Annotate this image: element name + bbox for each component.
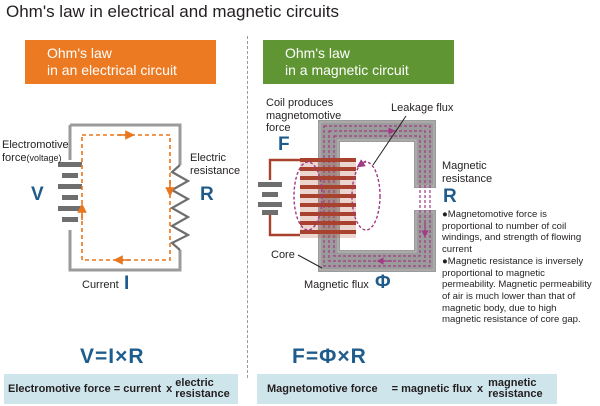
electrical-formula-part2: electric resistance [175, 378, 229, 400]
magnetic-battery-icon [258, 182, 282, 215]
electrical-battery-icon [58, 162, 82, 222]
symbol-i: I [124, 273, 130, 294]
magnetic-formula-times: x [477, 383, 484, 395]
electrical-header-line1: Ohm's law [47, 45, 112, 61]
electrical-wire [68, 123, 182, 272]
current-label: Current [82, 279, 119, 291]
electrical-header: Ohm's law in an electrical circuit [25, 40, 216, 84]
electrical-formula-part1: Electromotive force = current [8, 383, 162, 395]
electrical-header-line2: in an electrical circuit [47, 62, 177, 78]
symbol-v: V [31, 184, 44, 205]
magnetic-formula-words: Magnetomotive force = magnetic flux x ma… [267, 374, 543, 404]
electric-resistance-label: Electric resistance [190, 152, 240, 177]
magnetic-flux-label: Magnetic flux [304, 279, 369, 291]
magnetic-formula-bar [257, 374, 557, 404]
magnetic-formula-part1: Magnetomotive force [267, 383, 378, 395]
electrical-formula-part2-line1: electric [175, 377, 214, 389]
electrical-formula-bar [4, 374, 238, 404]
electrical-formula-words: Electromotive force = current x electric… [8, 374, 230, 404]
emf-label-small: (voltage) [26, 152, 62, 163]
section-divider [247, 36, 248, 378]
coil-label-line1: Coil produces [266, 97, 334, 109]
magnetic-notes: ●Magnetomotive force is proportional to … [442, 209, 598, 326]
magnetic-resistance-label: Magnetic resistance [442, 160, 492, 185]
electrical-formula-times: x [166, 383, 173, 395]
emf-label-line1: Electromotive [2, 139, 69, 151]
coil-label-line3: force [266, 122, 291, 134]
note-magnetomotive: ●Magnetomotive force is proportional to … [442, 209, 582, 256]
magnetic-formula-part3-line1: magnetic [488, 377, 537, 389]
symbol-f: F [278, 134, 290, 155]
coil-label-line2: magnetomotive [266, 109, 342, 122]
magnetic-resistance-label-line2: resistance [442, 172, 493, 185]
magnetic-formula-part3-line2: resistance [488, 388, 543, 400]
page-title: Ohm's law in electrical and magnetic cir… [6, 2, 339, 21]
coil-label: Coil produces magnetomotive force [266, 97, 341, 135]
magnetic-equation: F=Φ×R [292, 345, 367, 368]
symbol-r-magnetic: R [443, 186, 457, 207]
emf-label-line2: force(voltage) [2, 151, 62, 164]
symbol-r-electrical: R [200, 184, 214, 205]
magnetic-coil-wire [268, 158, 300, 237]
magnetic-core [318, 120, 436, 272]
symbol-phi: Φ [375, 272, 391, 293]
coil-windings-icon [300, 158, 356, 238]
current-flow-path [77, 130, 175, 265]
electric-resistance-label-line2: resistance [190, 164, 241, 177]
magnetic-resistance-label-line1: Magnetic [442, 160, 487, 172]
leakage-flux-label: Leakage flux [391, 102, 454, 114]
leakage-flux-icon [293, 159, 381, 231]
core-label: Core [271, 249, 295, 261]
note-resistance: ●Magnetic resistance is inversely propor… [442, 255, 592, 326]
electrical-equation: V=I×R [80, 345, 145, 368]
magnetic-formula-part2: = magnetic flux [391, 383, 473, 395]
magnetic-header-line2: in a magnetic circuit [285, 62, 409, 78]
magnetic-formula-part3: magnetic resistance [488, 378, 542, 400]
electrical-resistor-icon [169, 164, 191, 251]
electrical-formula-part2-line2: resistance [175, 388, 230, 400]
electric-resistance-label-line1: Electric [190, 152, 227, 164]
emf-label: Electromotive force(voltage) [2, 139, 69, 164]
magnetic-header: Ohm's law in a magnetic circuit [263, 40, 454, 84]
magnetic-header-line1: Ohm's law [285, 45, 350, 61]
label-pointers [297, 115, 407, 269]
